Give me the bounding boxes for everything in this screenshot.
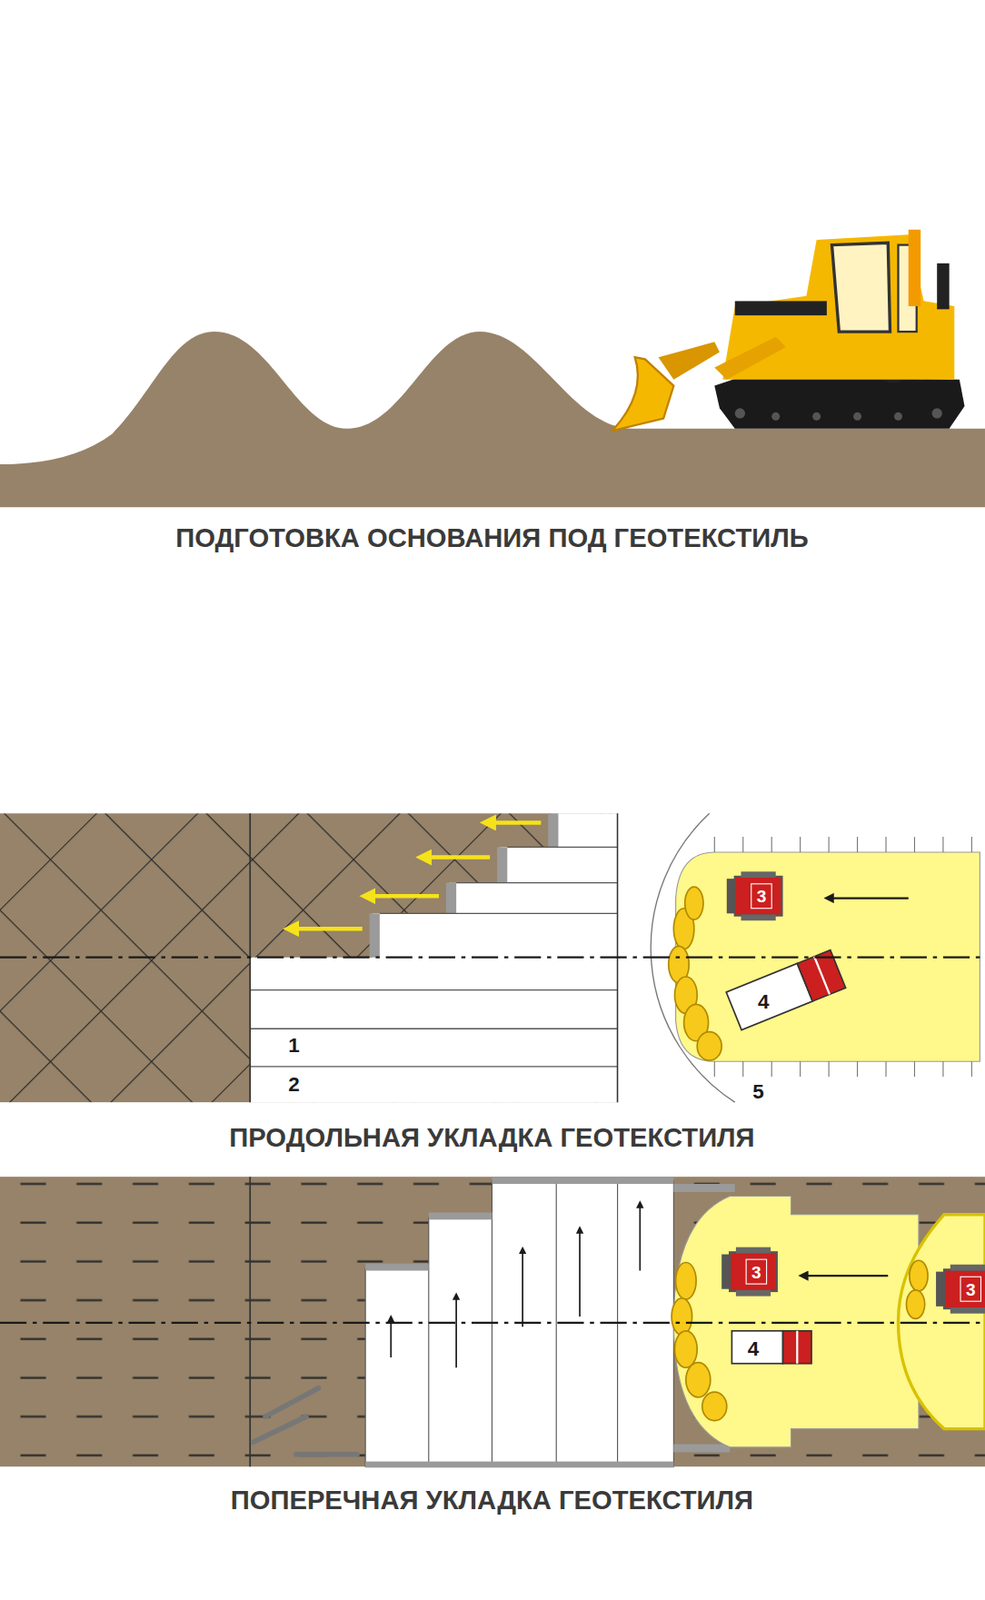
tick bbox=[742, 836, 744, 853]
tick bbox=[885, 836, 886, 853]
tick bbox=[799, 1061, 801, 1077]
tick bbox=[856, 836, 858, 853]
tick bbox=[856, 1061, 858, 1077]
tick bbox=[971, 1061, 973, 1077]
tick bbox=[885, 1061, 886, 1077]
section-caption: ПРОДОЛЬНАЯ УКЛАДКА ГЕОТЕКСТИЛЯ bbox=[228, 1123, 755, 1153]
callout-number: 3 bbox=[751, 1262, 762, 1282]
section-caption: ПОПЕРЕЧНАЯ УКЛАДКА ГЕОТЕКСТИЛЯ bbox=[230, 1485, 754, 1515]
tick bbox=[799, 836, 801, 853]
tick bbox=[942, 1061, 944, 1077]
tick bbox=[914, 1061, 916, 1077]
tick bbox=[742, 1061, 744, 1077]
tick bbox=[714, 836, 716, 853]
callout-number: 4 bbox=[757, 991, 770, 1015]
tick bbox=[828, 836, 830, 853]
tick bbox=[828, 1061, 830, 1077]
tick bbox=[714, 1061, 716, 1077]
callout-number: 5 bbox=[752, 1081, 765, 1105]
callout-number: 2 bbox=[288, 1074, 300, 1097]
callout-number: 3 bbox=[756, 886, 767, 906]
tick bbox=[771, 836, 773, 853]
callout-number: 4 bbox=[747, 1338, 760, 1362]
section-caption: ПОДГОТОВКА ОСНОВАНИЯ ПОД ГЕОТЕКСТИЛЬ bbox=[175, 523, 809, 553]
tick bbox=[971, 836, 973, 853]
tick bbox=[914, 836, 916, 853]
callout-number: 1 bbox=[288, 1034, 300, 1058]
tick bbox=[771, 1061, 773, 1077]
callout-number: 3 bbox=[965, 1279, 976, 1299]
tick bbox=[942, 836, 944, 853]
